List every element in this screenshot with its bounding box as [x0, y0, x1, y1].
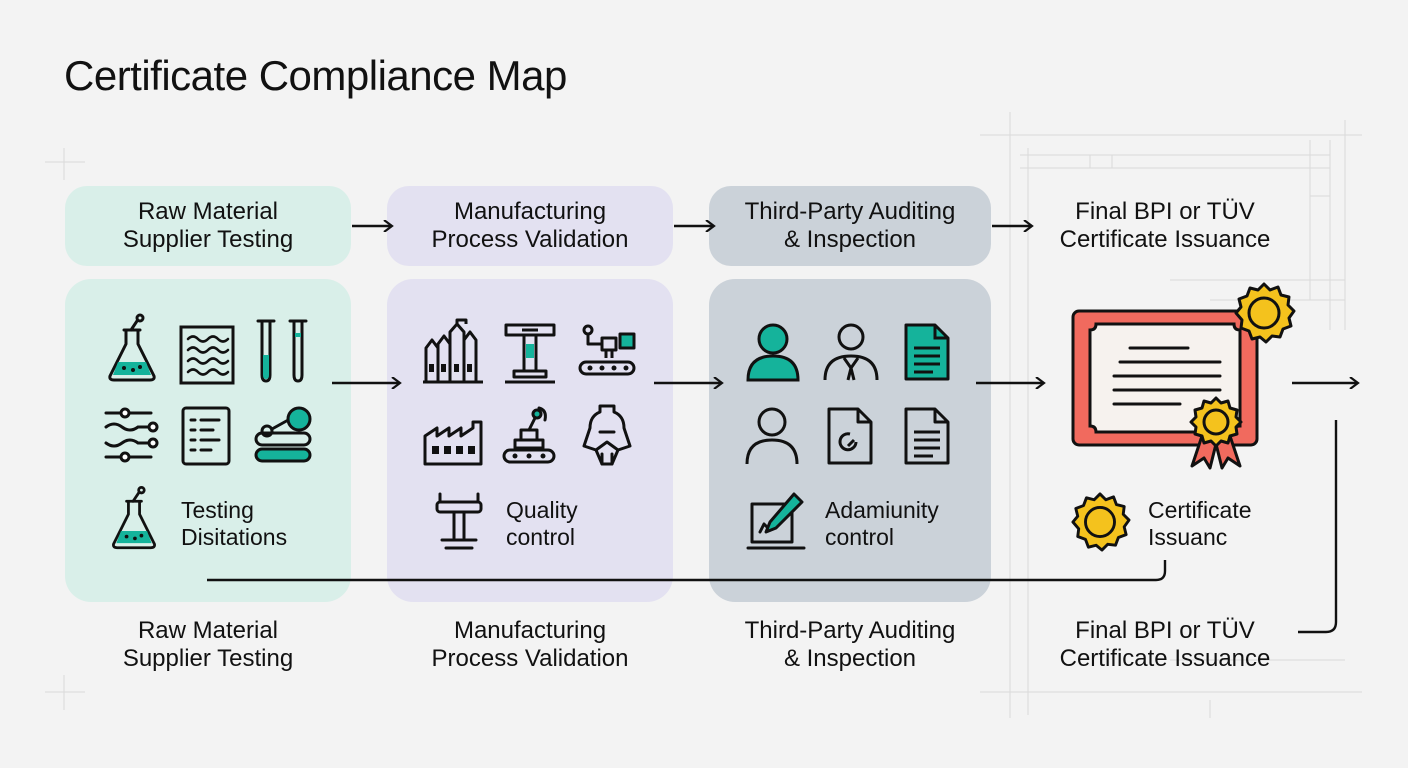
test-tubes-icon [256, 319, 308, 383]
stage-1-sub-label: Testing Disitations [181, 497, 288, 550]
robot-arm-conveyor-icon [578, 324, 636, 376]
stage-4-sub-label: Certificate Issuanc [1148, 497, 1252, 550]
seal-icon [1234, 282, 1296, 344]
page-title: Certificate Compliance Map [64, 52, 567, 99]
auditor-icon [746, 323, 800, 382]
user-icon [745, 407, 799, 465]
wavy-document-icon [179, 325, 235, 385]
stage-1-footer: Raw Material Supplier Testing [122, 617, 294, 672]
report-document-icon [904, 323, 950, 381]
stage-3-sub-label: Adamiunity control [825, 497, 939, 550]
press-machine-icon [504, 323, 556, 384]
exit-connector [1298, 420, 1338, 634]
stage-3-header: Third-Party Auditing & Inspection [709, 186, 991, 266]
stage-4-footer: Final BPI or TÜV Certificate Issuance [1059, 617, 1271, 672]
factory-icon [423, 318, 483, 384]
flask-icon [108, 313, 156, 382]
seal-icon [1071, 492, 1131, 552]
text-document-icon [904, 407, 950, 465]
stage-3-footer: Third-Party Auditing & Inspection [744, 617, 956, 672]
pipeline-icon [254, 406, 312, 463]
stage-1-header: Raw Material Supplier Testing [65, 186, 351, 266]
stage-2-sub-label: Quality control [506, 497, 578, 550]
return-connector [207, 560, 1167, 582]
inspector-icon [823, 323, 879, 381]
signing-icon [746, 492, 806, 550]
flask-icon [112, 485, 156, 550]
stage-2-footer: Manufacturing Process Validation [431, 617, 629, 672]
ribbon-badge-icon [1189, 396, 1243, 470]
checklist-icon [181, 406, 231, 466]
factory-building-icon [423, 420, 483, 466]
robotic-arm-icon [502, 406, 556, 464]
stage-4-header: Final BPI or TÜV Certificate Issuance [1059, 198, 1271, 253]
process-flow-icon [104, 407, 159, 463]
stage-2-header: Manufacturing Process Validation [387, 186, 673, 266]
machine-head-icon [582, 404, 632, 466]
quality-stand-icon [435, 492, 483, 550]
review-document-icon [827, 407, 873, 465]
